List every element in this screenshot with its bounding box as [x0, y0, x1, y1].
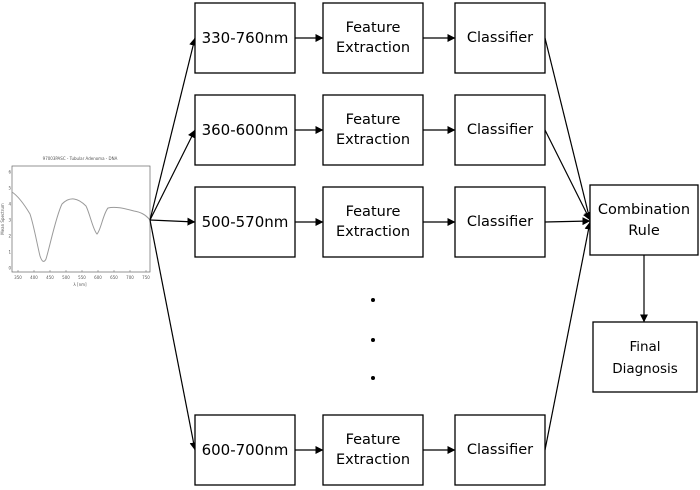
spectrum-xtick-label: 750	[142, 275, 150, 280]
spectrum-xtick-label: 700	[126, 275, 134, 280]
fanout-arrow-2	[149, 129, 196, 221]
classifier-label-3: Classifier	[467, 214, 533, 230]
feature-box-3	[322, 186, 424, 258]
fanout-arrow-1	[149, 37, 198, 221]
ellipsis-dot-2	[371, 338, 375, 342]
spectrum-curve	[11, 191, 151, 262]
classifier-box-3	[454, 186, 546, 258]
spectrum-xtick-label: 650	[110, 275, 118, 280]
branch-row-3: 500-570nm Feature Extraction Classifier	[194, 186, 546, 258]
feature-box-2	[322, 94, 424, 166]
feature-box-1	[322, 2, 424, 74]
range-label-2: 360-600nm	[202, 121, 289, 139]
fanin-arrow-2	[544, 129, 591, 221]
spectrum-ytick-label: 6	[8, 170, 11, 175]
combination-rule-label-b: Rule	[628, 223, 660, 239]
branch-row-4: 600-700nm Feature Extraction Classifier	[194, 414, 546, 486]
classifier-label-1: Classifier	[467, 30, 533, 46]
feature-label-3b: Extraction	[336, 224, 410, 240]
spectrum-ytick-label: 1	[8, 250, 11, 255]
vertical-ellipsis	[371, 298, 375, 380]
combination-rule-label-a: Combination	[598, 202, 690, 218]
fanin-arrows	[544, 37, 593, 451]
fanin-arrow-1	[544, 37, 593, 221]
combination-rule-box	[589, 184, 699, 256]
feature-label-2b: Extraction	[336, 132, 410, 148]
spectrum-plot-xlabel: λ [nm]	[73, 282, 87, 287]
ellipsis-dot-3	[371, 376, 375, 380]
branch-row-2: 360-600nm Feature Extraction Classifier	[194, 94, 546, 166]
final-diagnosis-label-a: Final	[629, 339, 660, 355]
feature-label-3a: Feature	[346, 204, 401, 220]
fanin-arrow-3	[544, 217, 591, 226]
feature-label-2a: Feature	[346, 112, 401, 128]
classifier-label-2: Classifier	[467, 122, 533, 138]
classifier-box-4	[454, 414, 546, 486]
classifier-box-1	[454, 2, 546, 74]
combination-rule: Combination Rule	[589, 184, 699, 256]
fanout-arrow-3	[149, 217, 196, 226]
classifier-label-4: Classifier	[467, 442, 533, 458]
feature-label-1a: Feature	[346, 20, 401, 36]
spectrum-xtick-label: 500	[62, 275, 70, 280]
ellipsis-dot-1	[371, 298, 375, 302]
feature-label-4b: Extraction	[336, 452, 410, 468]
fanout-arrows	[149, 37, 198, 451]
spectrum-ytick-label: 4	[8, 202, 11, 207]
spectrum-ytick-label: 2	[8, 234, 11, 239]
final-diagnosis-label-b: Diagnosis	[612, 361, 678, 377]
spectrum-ytick-label: 5	[8, 186, 11, 191]
final-diagnosis-box	[592, 321, 698, 393]
spectrum-xtick-label: 600	[94, 275, 102, 280]
spectrum-xtick-label: 400	[30, 275, 38, 280]
spectrum-xtick-label: 550	[78, 275, 86, 280]
range-label-4: 600-700nm	[202, 441, 289, 459]
spectrum-plot-ylabel: Mean Spectrum	[0, 203, 5, 235]
spectrum-plot: 97003PASC - Tubular Adenoma - DNA Mean S…	[0, 156, 151, 287]
feature-label-1b: Extraction	[336, 40, 410, 56]
range-label-1: 330-760nm	[202, 29, 289, 47]
spectrum-xtick-label: 450	[46, 275, 54, 280]
spectrum-plot-title: 97003PASC - Tubular Adenoma - DNA	[43, 156, 118, 161]
range-box-4	[194, 414, 296, 486]
final-diagnosis: Final Diagnosis	[592, 321, 698, 393]
fanin-arrow-4	[544, 221, 593, 451]
spectrum-ytick-label: 0	[8, 266, 11, 271]
range-box-2	[194, 94, 296, 166]
spectrum-plot-frame	[11, 165, 151, 273]
spectrum-ytick-label: 3	[8, 218, 11, 223]
range-label-3: 500-570nm	[202, 213, 289, 231]
branch-row-1: 330-760nm Feature Extraction Classifier	[194, 2, 546, 74]
fanout-arrow-4	[149, 219, 198, 451]
feature-box-4	[322, 414, 424, 486]
spectrum-xtick-label: 350	[14, 275, 22, 280]
feature-label-4a: Feature	[346, 432, 401, 448]
